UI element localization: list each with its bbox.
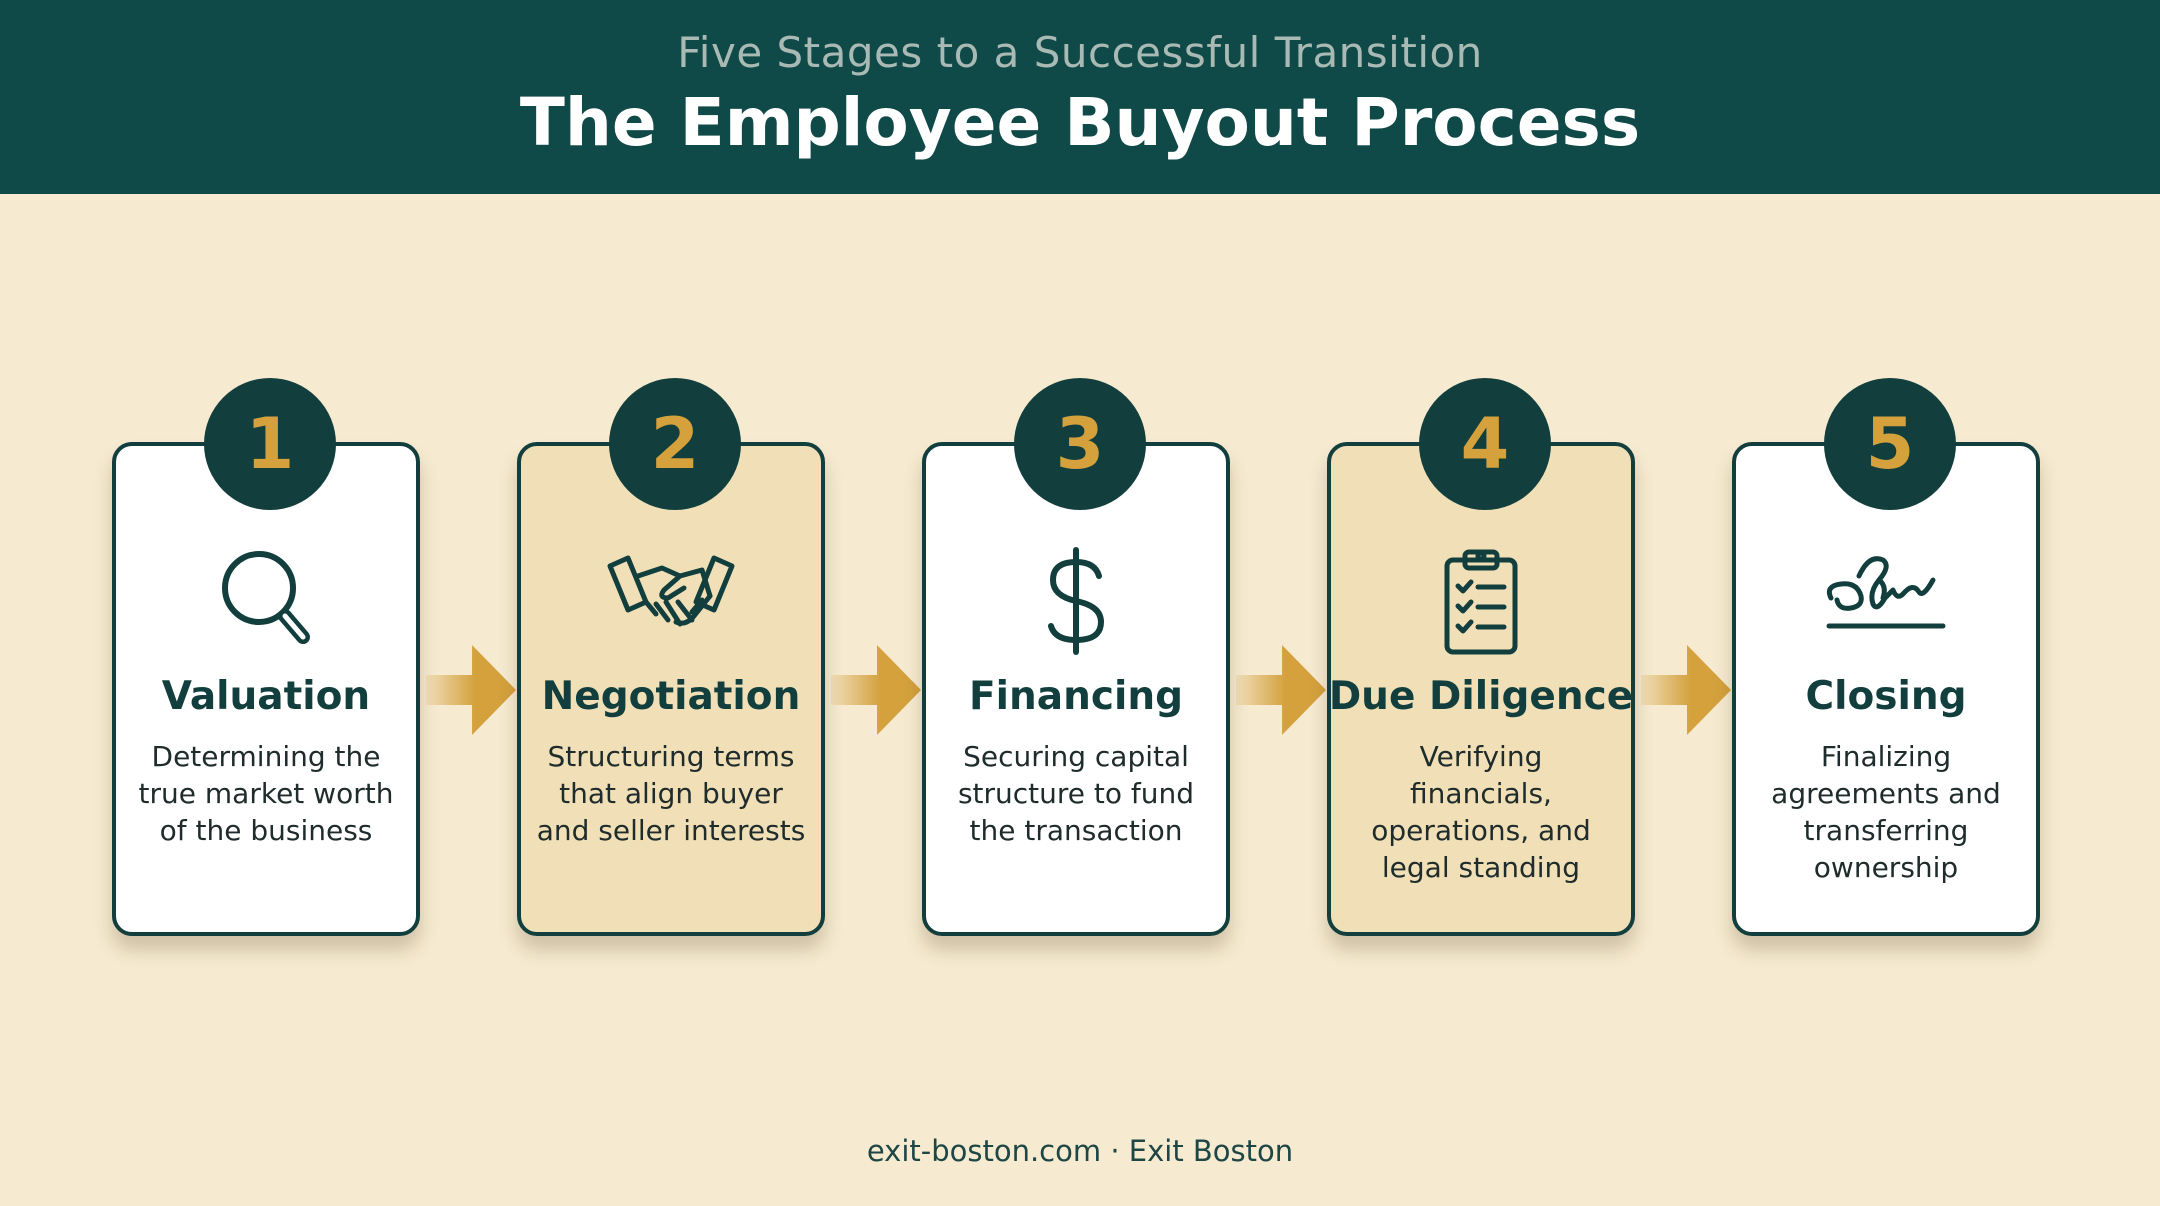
footer-credit: exit-boston.com · Exit Boston <box>866 1134 1294 1168</box>
page-title: The Employee Buyout Process <box>519 84 1641 161</box>
stage-description: Structuring terms that align buyer and s… <box>536 740 806 847</box>
stage-title: Valuation <box>161 674 371 719</box>
stage-description: Securing capital structure to fund the t… <box>957 740 1195 847</box>
stage-title: Negotiation <box>541 674 801 719</box>
stage-description: Verifying financials, operations, and le… <box>1371 740 1591 884</box>
arrow-right-icon <box>1641 645 1731 735</box>
dollar-sign-icon <box>1011 546 1141 656</box>
page-subtitle: Five Stages to a Successful Transition <box>677 28 1483 77</box>
stage-number-badge: 5 <box>1824 378 1956 510</box>
signature-icon <box>1821 546 1951 656</box>
stage-description: Finalizing agreements and transferring o… <box>1771 740 2001 884</box>
stage-card-due-diligence <box>1327 442 1635 936</box>
stage-number-badge: 3 <box>1014 378 1146 510</box>
arrow-right-icon <box>831 645 921 735</box>
stage-card-negotiation <box>517 442 825 936</box>
arrow-right-icon <box>1236 645 1326 735</box>
stage-number-badge: 4 <box>1419 378 1551 510</box>
handshake-icon <box>606 546 736 656</box>
stage-card-financing <box>922 442 1230 936</box>
stage-description: Determining the true market worth of the… <box>138 740 394 847</box>
stage-number-badge: 2 <box>609 378 741 510</box>
stage-title: Due Diligence <box>1328 674 1634 719</box>
stage-card-closing <box>1732 442 2040 936</box>
clipboard-checklist-icon <box>1416 546 1546 656</box>
header-banner: Five Stages to a Successful Transition T… <box>0 0 2160 194</box>
arrow-right-icon <box>426 645 516 735</box>
magnifying-glass-icon <box>201 546 331 656</box>
stage-number-badge: 1 <box>204 378 336 510</box>
stage-title: Financing <box>968 674 1184 719</box>
stage-card-valuation <box>112 442 420 936</box>
stage-title: Closing <box>1805 674 1967 719</box>
